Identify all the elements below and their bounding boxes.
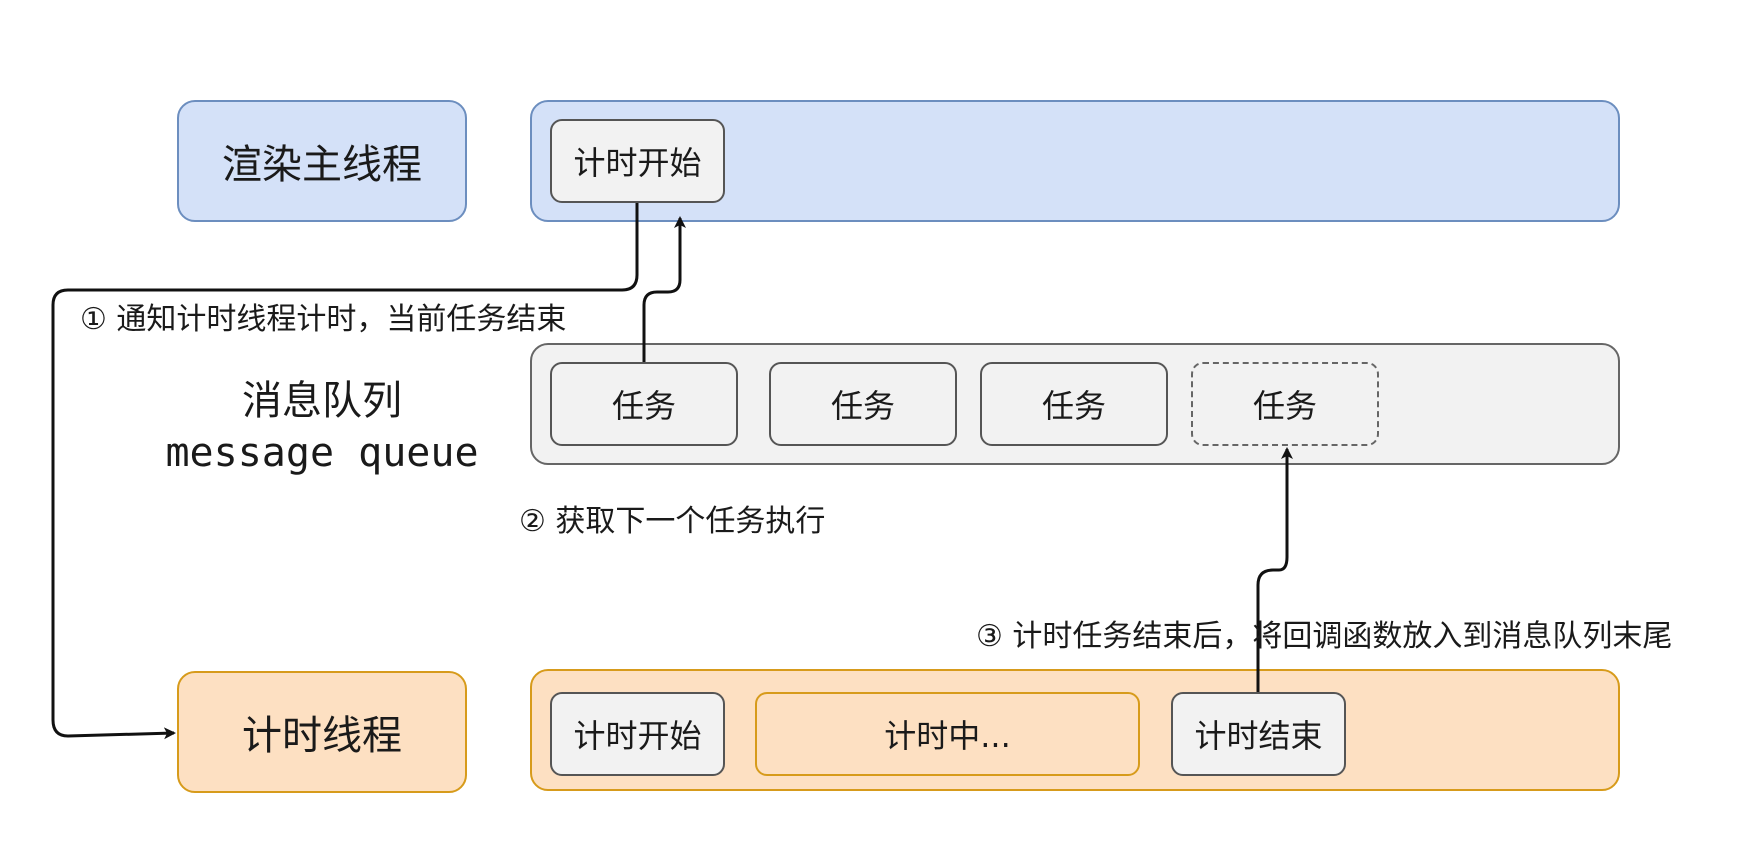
arrow-step3 [1256, 447, 1293, 692]
arrow-step2 [642, 216, 686, 362]
annotation-step3: ③ 计时任务结束后，将回调函数放入到消息队列末尾 [976, 619, 1673, 654]
timer-thread-label: 计时线程 [177, 671, 467, 793]
timer-task-start: 计时开始 [550, 692, 725, 776]
message-queue-label-en: message queue [165, 430, 479, 476]
queue-task-1: 任务 [550, 362, 738, 446]
queue-task-2: 任务 [769, 362, 957, 446]
timer-task-end: 计时结束 [1171, 692, 1346, 776]
arrow-step1 [51, 203, 639, 740]
message-queue-label-cn: 消息队列 [242, 378, 402, 424]
timer-task-running: 计时中... [755, 692, 1140, 776]
queue-task-3: 任务 [980, 362, 1168, 446]
render-task-timer-start: 计时开始 [550, 119, 725, 203]
queue-task-4-pending: 任务 [1191, 362, 1379, 446]
render-main-thread-label: 渲染主线程 [177, 100, 467, 222]
message-queue-label: 消息队列 message queue [152, 368, 492, 476]
annotation-step1: ① 通知计时线程计时，当前任务结束 [80, 302, 567, 337]
annotation-step2: ② 获取下一个任务执行 [519, 504, 826, 539]
